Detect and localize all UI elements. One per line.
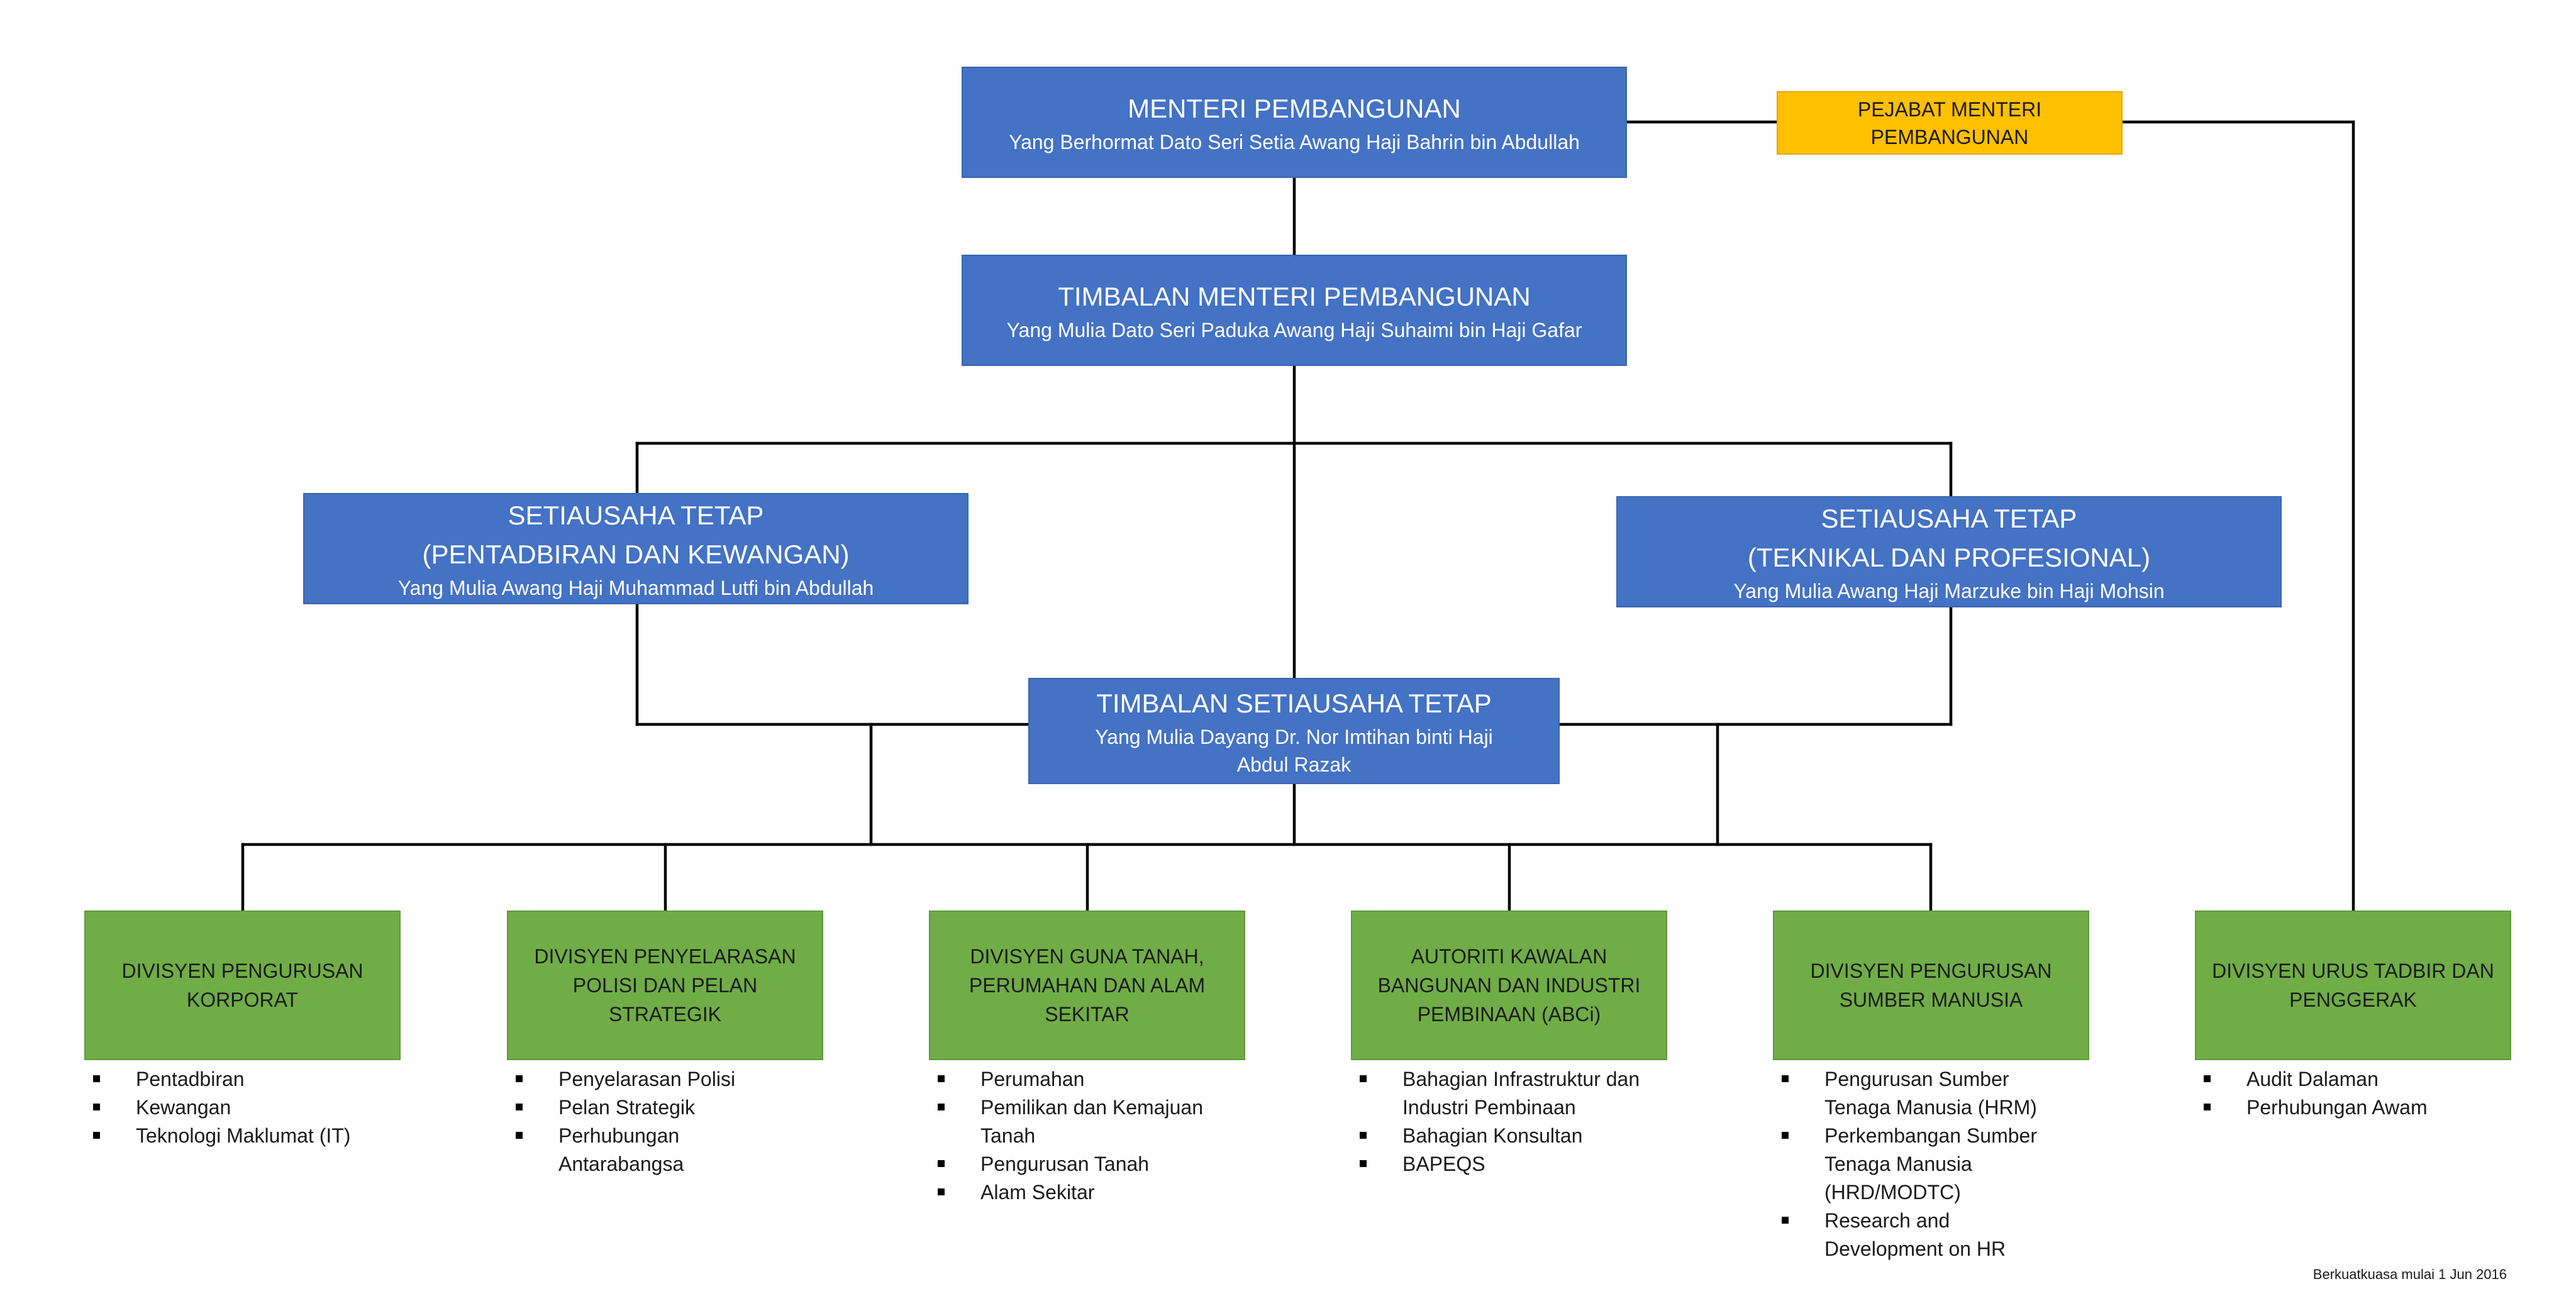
list-item: Pengurusan Sumber Tenaga Manusia (HRM)	[1773, 1065, 2045, 1122]
ps-admin-title-line2: (PENTADBIRAN DAN KEWANGAN)	[422, 539, 850, 569]
ps-technical-name: Yang Mulia Awang Haji Marzuke bin Haji M…	[1733, 579, 2165, 602]
division-title-3: DIVISYEN GUNA TANAH, PERUMAHAN DAN ALAM …	[969, 945, 1206, 1026]
list-item: Audit Dalaman	[2195, 1065, 2497, 1093]
division-title-2: DIVISYEN PENYELARASAN POLISI DAN PELAN S…	[534, 945, 796, 1026]
minister-name: Yang Berhormat Dato Seri Setia Awang Haj…	[1009, 130, 1580, 153]
division-title-5: DIVISYEN PENGURUSAN SUMBER MANUSIA	[1810, 960, 2052, 1011]
list-item: Teknologi Maklumat (IT)	[84, 1122, 386, 1150]
list-item: Perhubungan Awam	[2195, 1093, 2497, 1122]
deputy-ps-title: TIMBALAN SETIAUSAHA TETAP	[1096, 688, 1492, 718]
deputy-minister-title: TIMBALAN MENTERI PEMBANGUNAN	[1058, 281, 1531, 311]
list-item: Research and Development on HR	[1773, 1207, 2026, 1263]
deputy-ps-name: Yang Mulia Dayang Dr. Nor Imtihan binti …	[1095, 725, 1493, 776]
ps-technical-title-line1: SETIAUSAHA TETAP	[1821, 503, 2077, 533]
minister-title: MENTERI PEMBANGUNAN	[1128, 93, 1461, 123]
list-item: Pentadbiran	[84, 1065, 386, 1093]
division-list-6: Audit Dalaman Perhubungan Awam	[2195, 1065, 2497, 1122]
ps-admin-name: Yang Mulia Awang Haji Muhammad Lutfi bin…	[397, 576, 874, 599]
list-item: Pelan Strategik	[507, 1093, 809, 1122]
minister-office-title: PEJABAT MENTERI PEMBANGUNAN	[1857, 97, 2042, 148]
division-list-2: Penyelarasan Polisi Pelan Strategik Perh…	[507, 1065, 809, 1178]
division-box-6: DIVISYEN URUS TADBIR DAN PENGGERAK	[2195, 911, 2511, 1060]
division-list-5: Pengurusan Sumber Tenaga Manusia (HRM) P…	[1773, 1065, 2062, 1263]
ps-admin-title-line1: SETIAUSAHA TETAP	[508, 500, 764, 530]
deputy-minister-box: TIMBALAN MENTERI PEMBANGUNAN Yang Mulia …	[962, 255, 1627, 366]
deputy-minister-name: Yang Mulia Dato Seri Paduka Awang Haji S…	[1006, 318, 1582, 341]
effective-date-note: Berkuatkuasa mulai 1 Jun 2016	[2312, 1266, 2507, 1282]
list-item: Alam Sekitar	[929, 1178, 1231, 1207]
ps-admin-box: SETIAUSAHA TETAP (PENTADBIRAN DAN KEWANG…	[303, 493, 969, 604]
list-item: Perkembangan Sumber Tenaga Manusia (HRD/…	[1773, 1122, 2045, 1207]
division-list-1: Pentadbiran Kewangan Teknologi Maklumat …	[84, 1065, 386, 1150]
list-item: Perumahan	[929, 1065, 1231, 1093]
list-item: Bahagian Infrastruktur dan Industri Pemb…	[1351, 1065, 1667, 1122]
division-title-6: DIVISYEN URUS TADBIR DAN PENGGERAK	[2212, 960, 2494, 1011]
list-item: Perhubungan Antarabangsa	[507, 1122, 728, 1178]
division-box-4: AUTORITI KAWALAN BANGUNAN DAN INDUSTRI P…	[1351, 911, 1667, 1060]
division-box-5: DIVISYEN PENGURUSAN SUMBER MANUSIA	[1773, 911, 2089, 1060]
list-item: Penyelarasan Polisi	[507, 1065, 809, 1093]
division-list-3: Perumahan Pemilikan dan Kemajuan Tanah P…	[929, 1065, 1231, 1207]
division-list-4: Bahagian Infrastruktur dan Industri Pemb…	[1351, 1065, 1665, 1178]
minister-office-box: PEJABAT MENTERI PEMBANGUNAN	[1777, 91, 2123, 155]
list-item: Kewangan	[84, 1093, 386, 1122]
deputy-ps-box: TIMBALAN SETIAUSAHA TETAP Yang Mulia Day…	[1028, 678, 1560, 784]
ps-technical-box: SETIAUSAHA TETAP (TEKNIKAL DAN PROFESION…	[1616, 496, 2282, 607]
ps-technical-title-line2: (TEKNIKAL DAN PROFESIONAL)	[1747, 542, 2151, 572]
list-item: Pemilikan dan Kemajuan Tanah	[929, 1093, 1226, 1150]
minister-box: MENTERI PEMBANGUNAN Yang Berhormat Dato …	[962, 67, 1627, 178]
list-item: Bahagian Konsultan	[1351, 1122, 1665, 1150]
division-title-4: AUTORITI KAWALAN BANGUNAN DAN INDUSTRI P…	[1377, 945, 1641, 1026]
division-box-1: DIVISYEN PENGURUSAN KORPORAT	[84, 911, 401, 1060]
list-item: BAPEQS	[1351, 1150, 1665, 1178]
list-item: Pengurusan Tanah	[929, 1150, 1231, 1178]
division-box-3: DIVISYEN GUNA TANAH, PERUMAHAN DAN ALAM …	[929, 911, 1245, 1060]
division-title-1: DIVISYEN PENGURUSAN KORPORAT	[121, 960, 364, 1011]
division-box-2: DIVISYEN PENYELARASAN POLISI DAN PELAN S…	[507, 911, 823, 1060]
